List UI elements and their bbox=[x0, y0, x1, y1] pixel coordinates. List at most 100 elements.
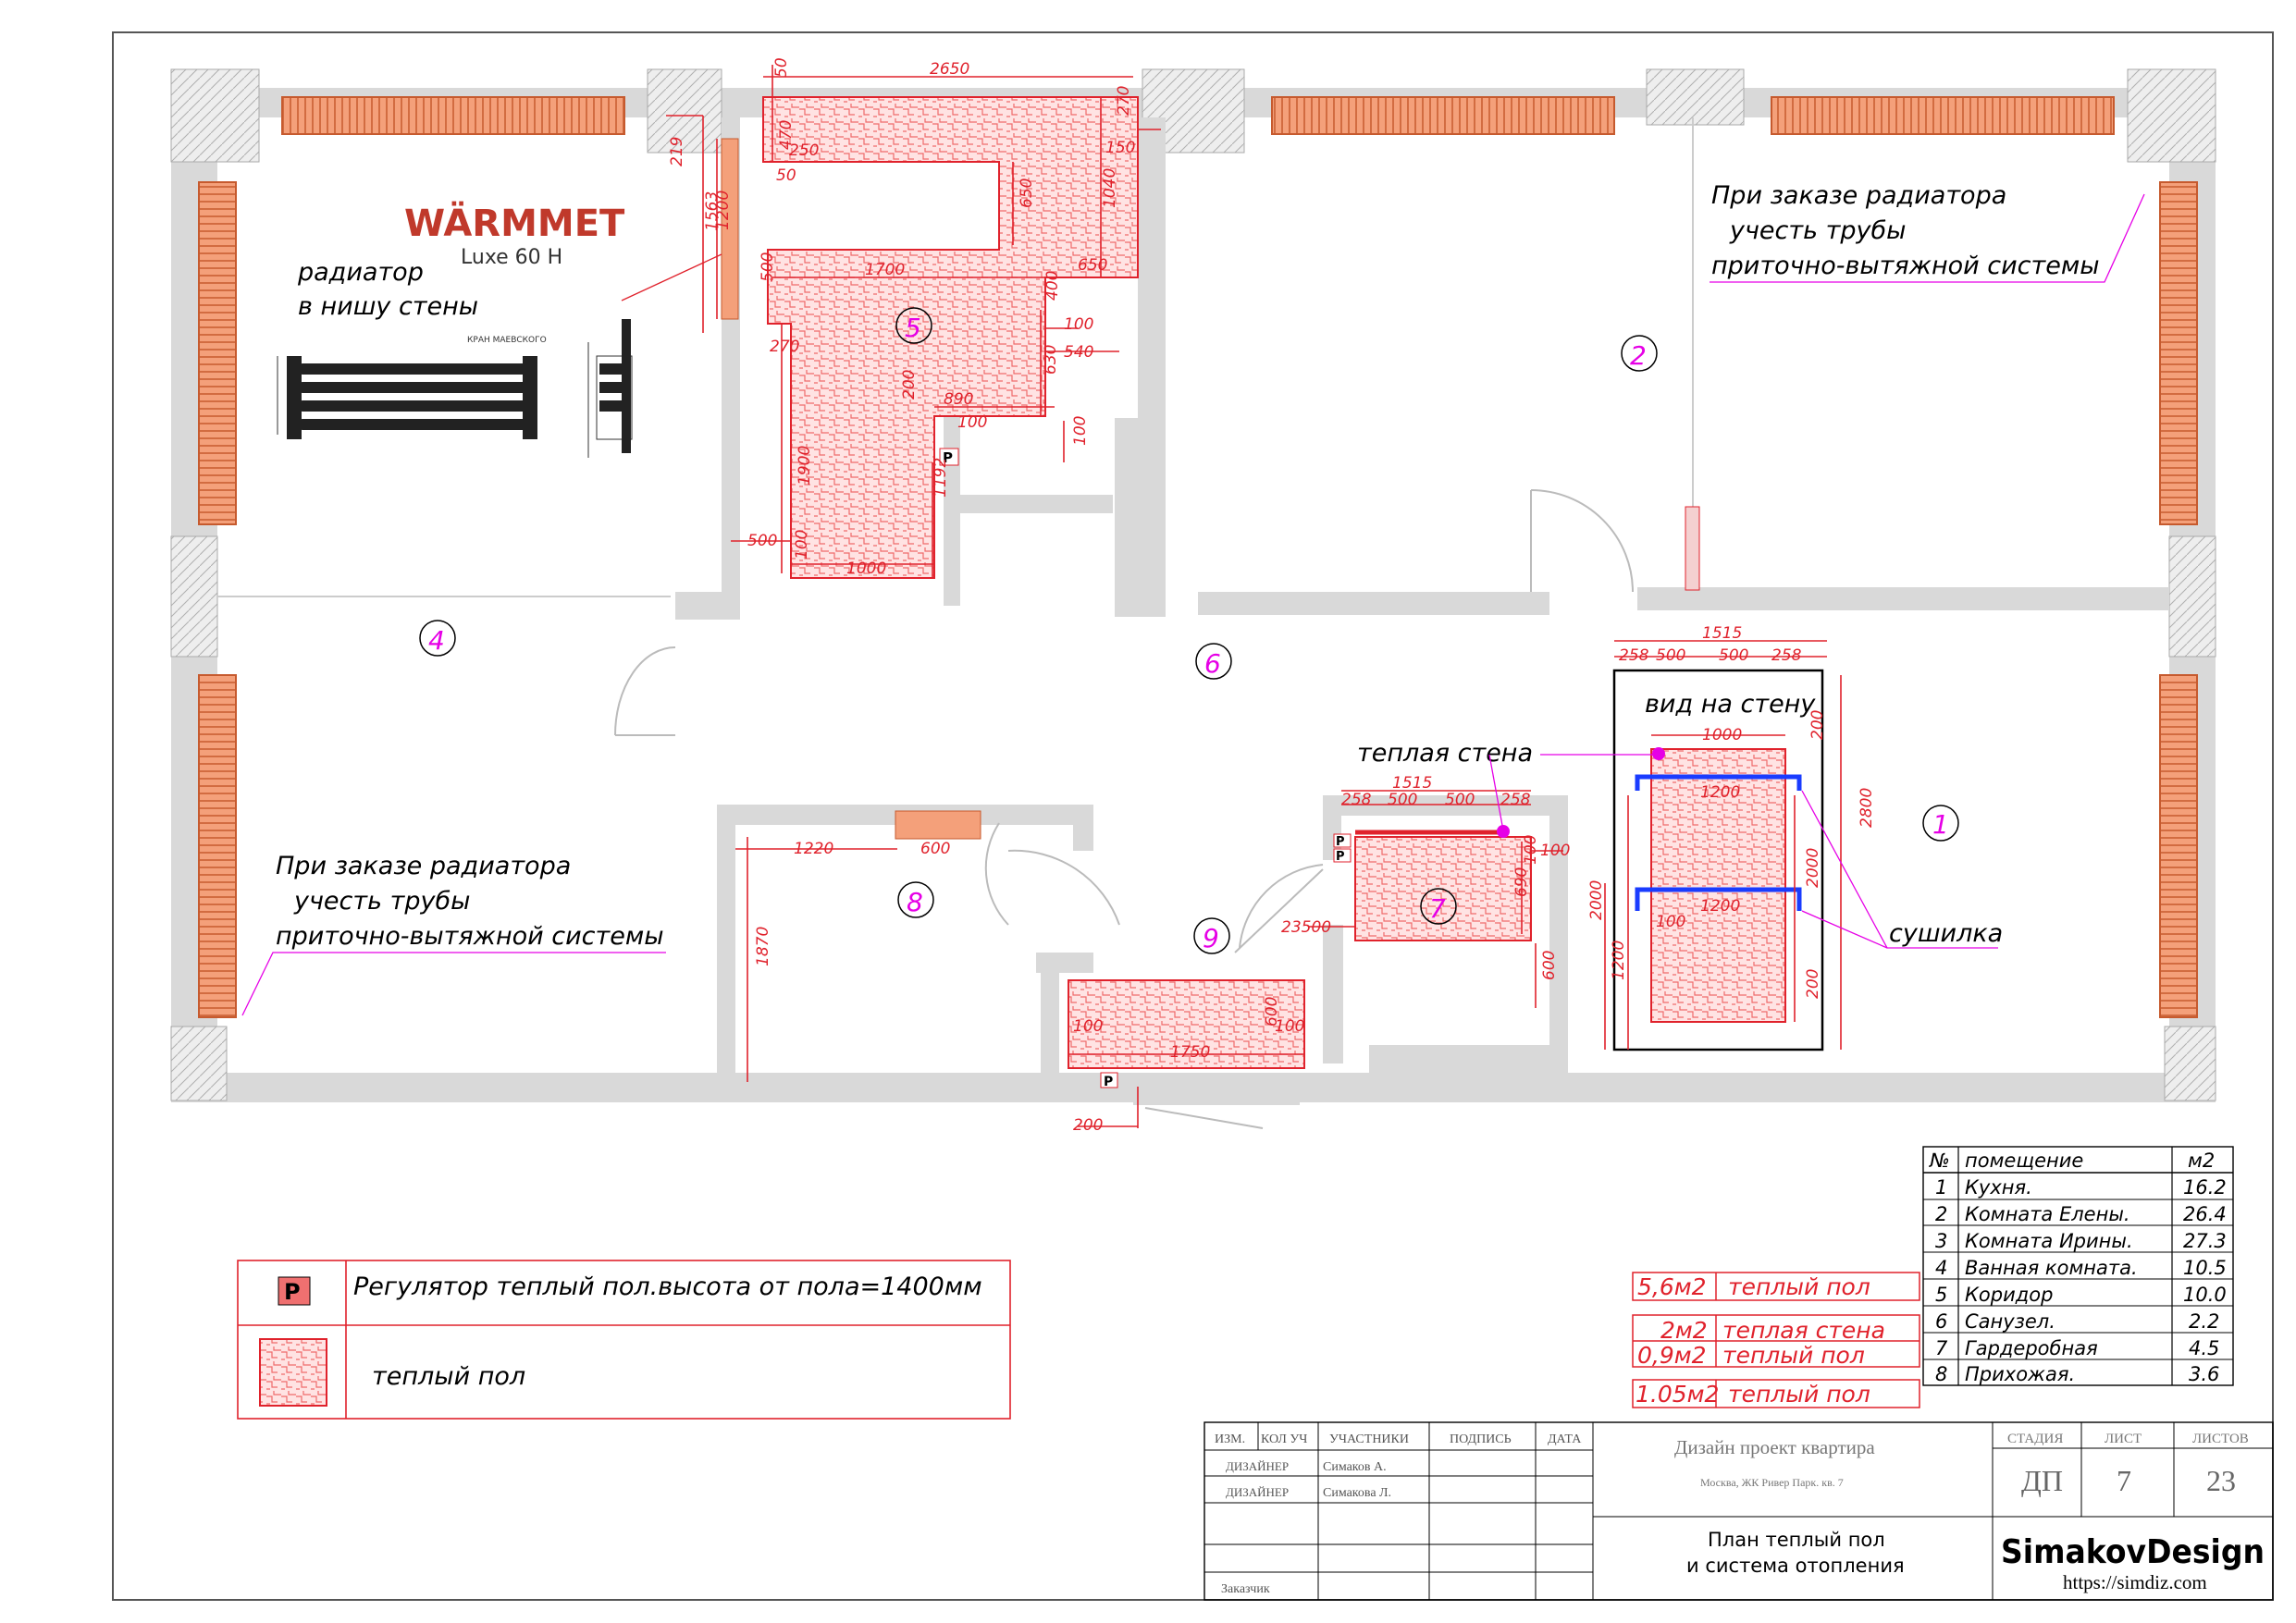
dim-2800: 2800 bbox=[1858, 788, 1876, 828]
wall-view-label: вид на стену bbox=[1645, 690, 1816, 719]
dim-2000-a: 2000 bbox=[1804, 848, 1822, 888]
tb-h-stage: СТАДИЯ bbox=[2007, 1432, 2063, 1446]
radiator-top-right bbox=[1771, 96, 2115, 135]
towel-rail-lower bbox=[1635, 887, 1802, 911]
dim-200-c: 200 bbox=[1073, 1116, 1103, 1135]
dim-1200: 1200 bbox=[714, 191, 733, 230]
dim-50-top: 50 bbox=[772, 57, 791, 78]
radiator-top-middle bbox=[1271, 96, 1615, 135]
table-row-6-name: Санузел. bbox=[1965, 1310, 2055, 1333]
radiator-left-upper bbox=[198, 181, 237, 525]
dim-500-a: 500 bbox=[1656, 646, 1685, 665]
table-row-4-no: 4 bbox=[1935, 1257, 1947, 1279]
tb-name-1: Симаков А. bbox=[1323, 1460, 1387, 1474]
dim-2000-b: 2000 bbox=[1587, 880, 1606, 920]
radiator-right-lower bbox=[2159, 674, 2198, 1018]
dim-1900: 1900 bbox=[796, 446, 814, 486]
brand-name: WÄRMMET bbox=[404, 201, 625, 245]
tb-role-1: ДИЗАЙНЕР bbox=[1226, 1459, 1289, 1473]
dim-270-left: 270 bbox=[770, 338, 799, 356]
warm-wall-label: теплая стена bbox=[1357, 739, 1533, 768]
area-label-2: теплая стена bbox=[1722, 1317, 1885, 1344]
area-value-4: 1.05м2 bbox=[1636, 1381, 1719, 1408]
tb-name-2: Симакова Л. bbox=[1323, 1486, 1391, 1500]
area-label-1: теплый пол bbox=[1728, 1273, 1870, 1300]
area-value-3: 0,9м2 bbox=[1637, 1342, 1707, 1369]
dim-100-c: 100 bbox=[1071, 416, 1090, 446]
heated-floor-hall bbox=[1068, 979, 1305, 1069]
dim-258-a: 258 bbox=[1619, 646, 1649, 665]
legend-regulator-text: Регулятор теплый пол.высота от пола=1400… bbox=[353, 1273, 982, 1301]
dim-258-d: 258 bbox=[1500, 791, 1531, 809]
order-note-left-line1: При заказе радиатора bbox=[276, 852, 571, 880]
dim-1000-b: 1000 bbox=[1702, 726, 1742, 744]
dim-270-top: 270 bbox=[1115, 86, 1133, 116]
door-swings bbox=[614, 489, 1634, 1129]
room-number-7: 7 bbox=[1429, 893, 1446, 924]
tb-customer: Заказчик bbox=[1221, 1582, 1270, 1596]
dim-1192: 1192 bbox=[932, 458, 950, 498]
tb-h-sheet: ЛИСТ bbox=[2105, 1432, 2142, 1446]
tb-stage: ДП bbox=[2021, 1464, 2063, 1497]
order-note-left-line2: учесть трубы bbox=[293, 887, 470, 916]
radiator-detail-diagram: КРАН МАЕВСКОГО bbox=[277, 319, 633, 458]
heated-wall-view bbox=[1650, 748, 1786, 1023]
area-label-3: теплый пол bbox=[1722, 1342, 1865, 1369]
dim-600-h: 600 bbox=[920, 840, 950, 858]
order-note-left-leader bbox=[241, 952, 666, 1016]
legend-floor-text: теплый пол bbox=[372, 1362, 525, 1391]
dim-250: 250 bbox=[789, 141, 819, 160]
radiator-note-leader bbox=[621, 253, 722, 301]
tb-sheet-title-2: и система отопления bbox=[1686, 1555, 1905, 1577]
dim-650-v: 650 bbox=[1018, 178, 1036, 208]
tb-project: Дизайн проект квартира bbox=[1674, 1436, 1875, 1458]
table-header-no: № bbox=[1929, 1150, 1950, 1172]
dim-100-g: 100 bbox=[1522, 835, 1540, 865]
tb-role-2: ДИЗАЙНЕР bbox=[1226, 1485, 1289, 1499]
table-row-7-no: 7 bbox=[1935, 1337, 1948, 1359]
table-row-3-name: Комната Ирины. bbox=[1965, 1230, 2133, 1252]
dim-1515-b: 1515 bbox=[1392, 774, 1432, 793]
tb-h-izm: ИЗМ. bbox=[1215, 1432, 1245, 1446]
dim-500-d: 500 bbox=[1445, 791, 1475, 809]
dim-1563: 1563 bbox=[703, 191, 722, 231]
table-row-7-name: Гардеробная bbox=[1965, 1337, 2098, 1359]
order-note-right-leader bbox=[1710, 193, 2145, 283]
area-value-2: 2м2 bbox=[1660, 1317, 1708, 1344]
tb-h-signature: ПОДПИСЬ bbox=[1450, 1432, 1512, 1446]
order-note-left-line3: приточно-вытяжной системы bbox=[276, 922, 664, 951]
radiator-right-upper bbox=[2159, 181, 2198, 525]
legend-floor-swatch bbox=[259, 1338, 327, 1407]
tb-h-participants: УЧАСТНИКИ bbox=[1329, 1432, 1409, 1446]
dim-600-w: 600 bbox=[1263, 997, 1281, 1027]
tb-h-kol: КОЛ УЧ bbox=[1261, 1432, 1307, 1446]
order-note-right-line2: учесть трубы bbox=[1729, 216, 1906, 245]
table-row-5-area: 10.0 bbox=[2183, 1284, 2227, 1306]
dim-100-b: 100 bbox=[957, 413, 987, 432]
dim-1220: 1220 bbox=[794, 840, 833, 858]
table-row-2-name: Комната Елены. bbox=[1965, 1203, 2130, 1225]
room-number-9: 9 bbox=[1203, 923, 1219, 953]
table-row-5-no: 5 bbox=[1935, 1284, 1947, 1306]
dim-1750: 1750 bbox=[1170, 1043, 1210, 1062]
table-row-3-area: 27.3 bbox=[2183, 1230, 2227, 1252]
dim-400: 400 bbox=[1043, 271, 1062, 301]
dim-1000: 1000 bbox=[846, 559, 886, 578]
dim-500-v: 500 bbox=[759, 252, 777, 282]
area-label-4: теплый пол bbox=[1728, 1381, 1870, 1408]
dim-1515-a: 1515 bbox=[1702, 624, 1742, 643]
dim-1700: 1700 bbox=[865, 261, 905, 279]
tb-site: https://simdiz.com bbox=[2063, 1571, 2207, 1593]
dim-100-e: 100 bbox=[1656, 913, 1685, 931]
table-row-1-no: 1 bbox=[1935, 1176, 1947, 1199]
table-row-6-area: 2.2 bbox=[2189, 1310, 2219, 1333]
radiator-hall bbox=[895, 810, 981, 840]
table-row-1-name: Кухня. bbox=[1965, 1176, 2032, 1199]
dim-690: 690 bbox=[1512, 867, 1531, 897]
table-header-room: помещение bbox=[1965, 1150, 2083, 1172]
tb-h-date: ДАТА bbox=[1548, 1432, 1582, 1446]
brand-logo: WÄRMMET Luxe 60 H bbox=[404, 201, 625, 269]
wall-view-frame bbox=[1612, 669, 1824, 1051]
dim-500-b: 500 bbox=[1719, 646, 1748, 665]
